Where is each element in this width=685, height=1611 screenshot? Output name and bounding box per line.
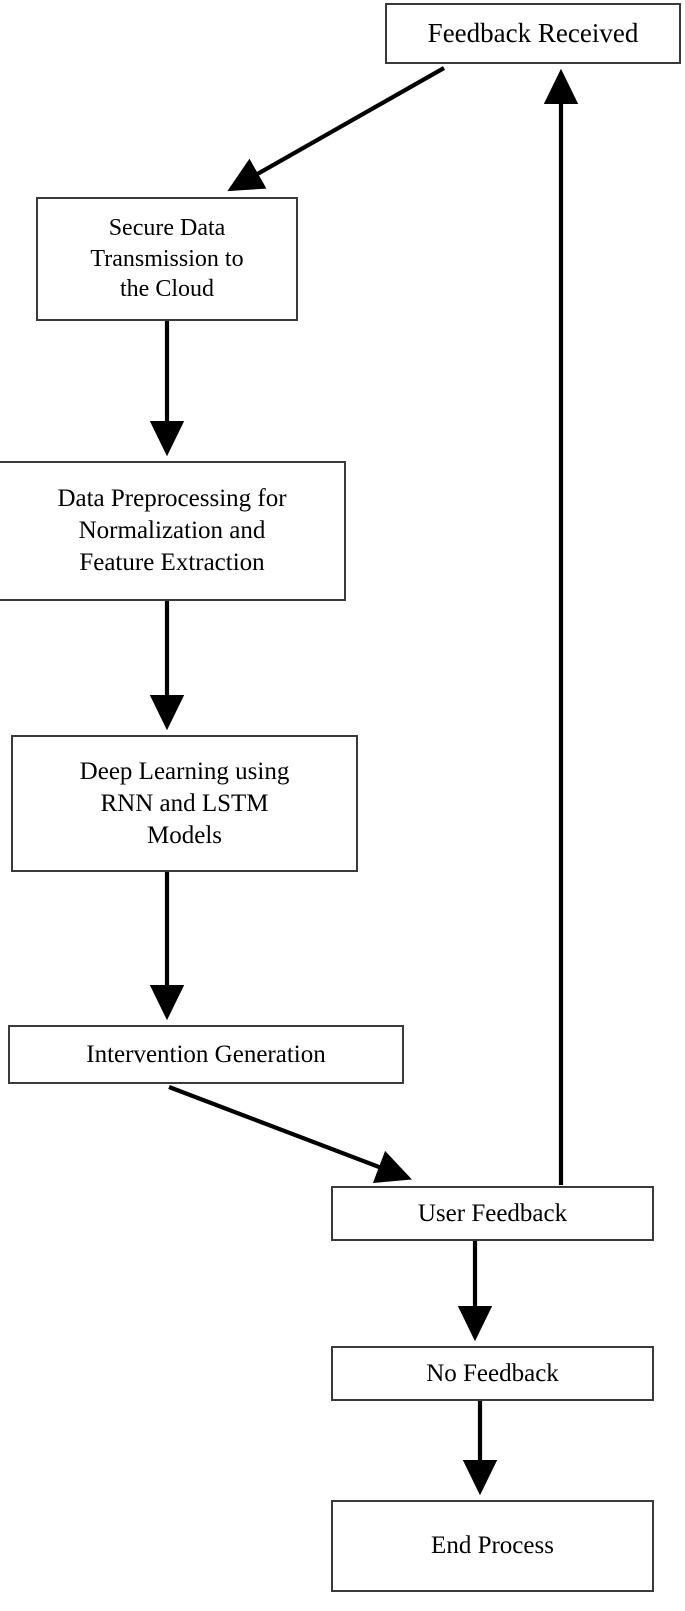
node-end-process[interactable]: End Process [331,1500,654,1592]
node-deep-learning[interactable]: Deep Learning using RNN and LSTM Models [11,735,358,872]
node-label: Data Preprocessing for Normalization and… [57,485,287,576]
node-label: End Process [431,1532,554,1559]
node-intervention-generation[interactable]: Intervention Generation [8,1025,404,1084]
node-feedback-received[interactable]: Feedback Received [385,3,681,64]
node-no-feedback[interactable]: No Feedback [331,1346,654,1401]
node-label: No Feedback [426,1359,559,1387]
node-label: User Feedback [417,1199,568,1227]
node-label: Deep Learning using RNN and LSTM Models [79,757,290,849]
node-label: Secure Data Transmission to the Cloud [90,214,244,303]
node-label: Feedback Received [427,18,639,49]
node-secure-transmission[interactable]: Secure Data Transmission to the Cloud [36,197,298,321]
node-label: Intervention Generation [86,1040,326,1068]
node-data-preprocessing[interactable]: Data Preprocessing for Normalization and… [0,461,346,601]
edge-intervention-generation-to-user-feedback [168,1085,412,1184]
node-user-feedback[interactable]: User Feedback [331,1186,654,1241]
edge-feedback-received-to-secure-transmission [227,66,446,192]
